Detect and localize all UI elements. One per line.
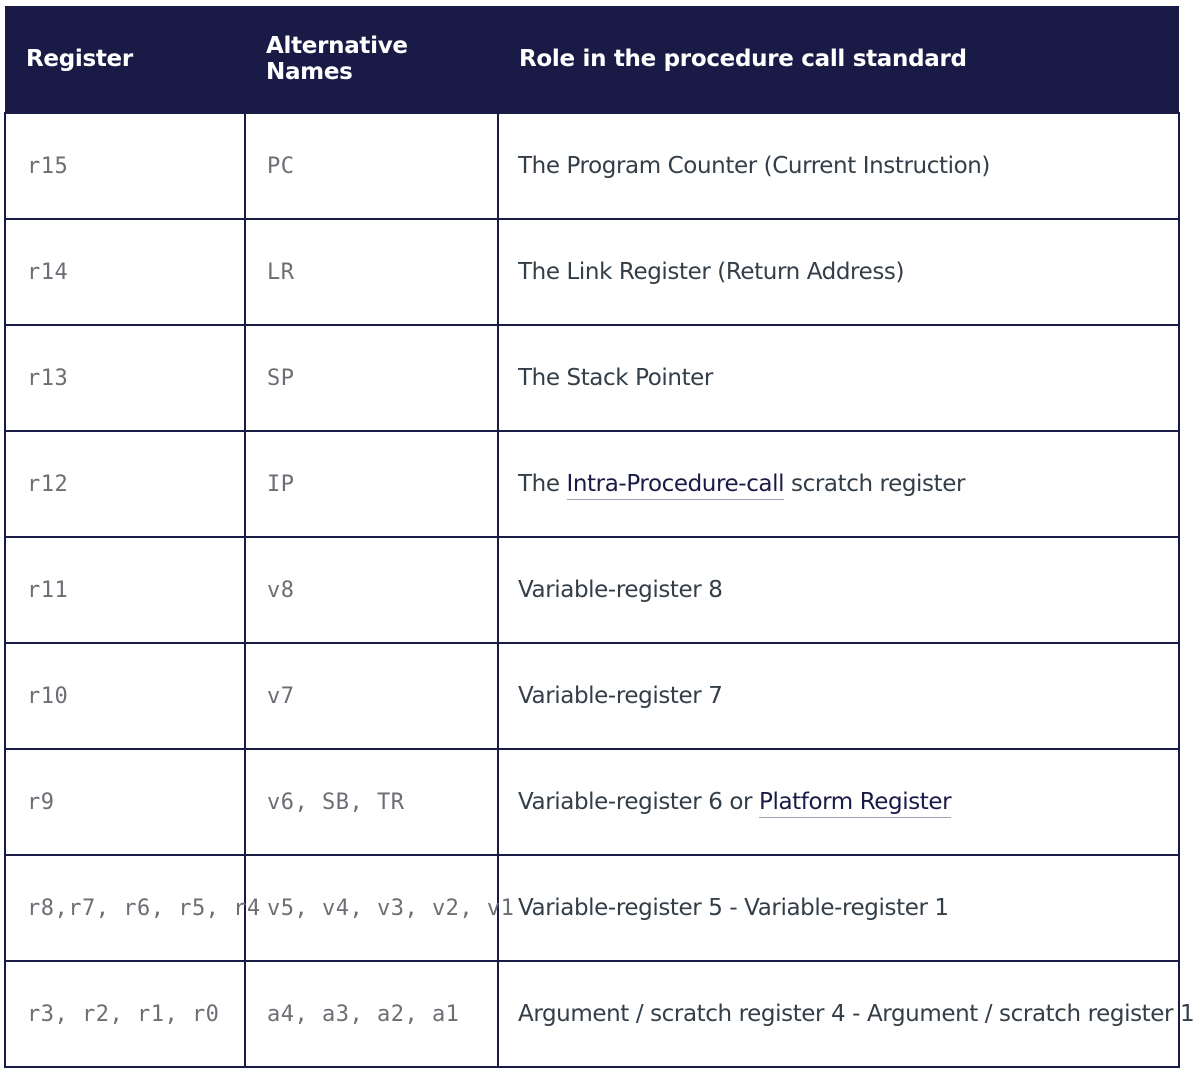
platform-register-link[interactable]: Platform Register — [759, 789, 952, 818]
role-cell: The Intra-Procedure-call scratch registe… — [497, 430, 1180, 538]
alternative-names-cell: v5, v4, v3, v2, v1 — [244, 854, 514, 962]
alternative-names-cell: PC — [244, 112, 499, 220]
table-header: Register Alternative Names Role in the p… — [5, 6, 1179, 113]
register-table: Register Alternative Names Role in the p… — [4, 6, 1194, 1068]
alternative-names-cell: v6, SB, TR — [244, 748, 499, 856]
role-text: The — [518, 471, 567, 497]
register-cell: r11 — [4, 536, 246, 644]
alternative-names-cell: IP — [244, 430, 499, 538]
register-cell: r3, r2, r1, r0 — [4, 960, 246, 1068]
header-role: Role in the procedure call standard — [498, 6, 1179, 113]
alternative-names-cell: a4, a3, a2, a1 — [244, 960, 499, 1068]
role-text: The Stack Pointer — [518, 365, 713, 391]
intra-procedure-call-link[interactable]: Intra-Procedure-call — [566, 471, 785, 500]
role-cell: Argument / scratch register 4 - Argument… — [497, 960, 1194, 1068]
alternative-names-cell: v8 — [244, 536, 499, 644]
register-cell: r12 — [4, 430, 246, 538]
role-cell: Variable-register 8 — [497, 536, 1180, 644]
role-cell: Variable-register 5 - Variable-register … — [497, 854, 1180, 962]
role-text: Variable-register 6 or — [518, 789, 760, 815]
register-cell: r13 — [4, 324, 246, 432]
role-text: Variable-register 5 - Variable-register … — [518, 895, 949, 921]
header-row: Register Alternative Names Role in the p… — [5, 6, 1179, 113]
role-text: scratch register — [784, 471, 966, 497]
role-cell: The Program Counter (Current Instruction… — [497, 112, 1180, 220]
role-cell: Variable-register 6 or Platform Register — [497, 748, 1180, 856]
role-text: Argument / scratch register 4 - Argument… — [518, 1001, 1194, 1027]
header-alternative-names: Alternative Names — [245, 6, 498, 113]
alternative-names-cell: SP — [244, 324, 499, 432]
register-table-container: Register Alternative Names Role in the p… — [4, 6, 1194, 1068]
role-cell: Variable-register 7 — [497, 642, 1180, 750]
role-text: Variable-register 7 — [518, 683, 723, 709]
register-cell: r8,r7, r6, r5, r4 — [4, 854, 260, 962]
register-cell: r15 — [4, 112, 246, 220]
role-text: The Link Register (Return Address) — [518, 259, 905, 285]
alternative-names-cell: LR — [244, 218, 499, 326]
header-register: Register — [5, 6, 245, 113]
role-text: Variable-register 8 — [518, 577, 723, 603]
role-text: The Program Counter (Current Instruction… — [518, 153, 991, 179]
role-cell: The Link Register (Return Address) — [497, 218, 1180, 326]
register-cell: r10 — [4, 642, 246, 750]
alternative-names-cell: v7 — [244, 642, 499, 750]
register-cell: r9 — [4, 748, 246, 856]
role-cell: The Stack Pointer — [497, 324, 1180, 432]
register-cell: r14 — [4, 218, 246, 326]
